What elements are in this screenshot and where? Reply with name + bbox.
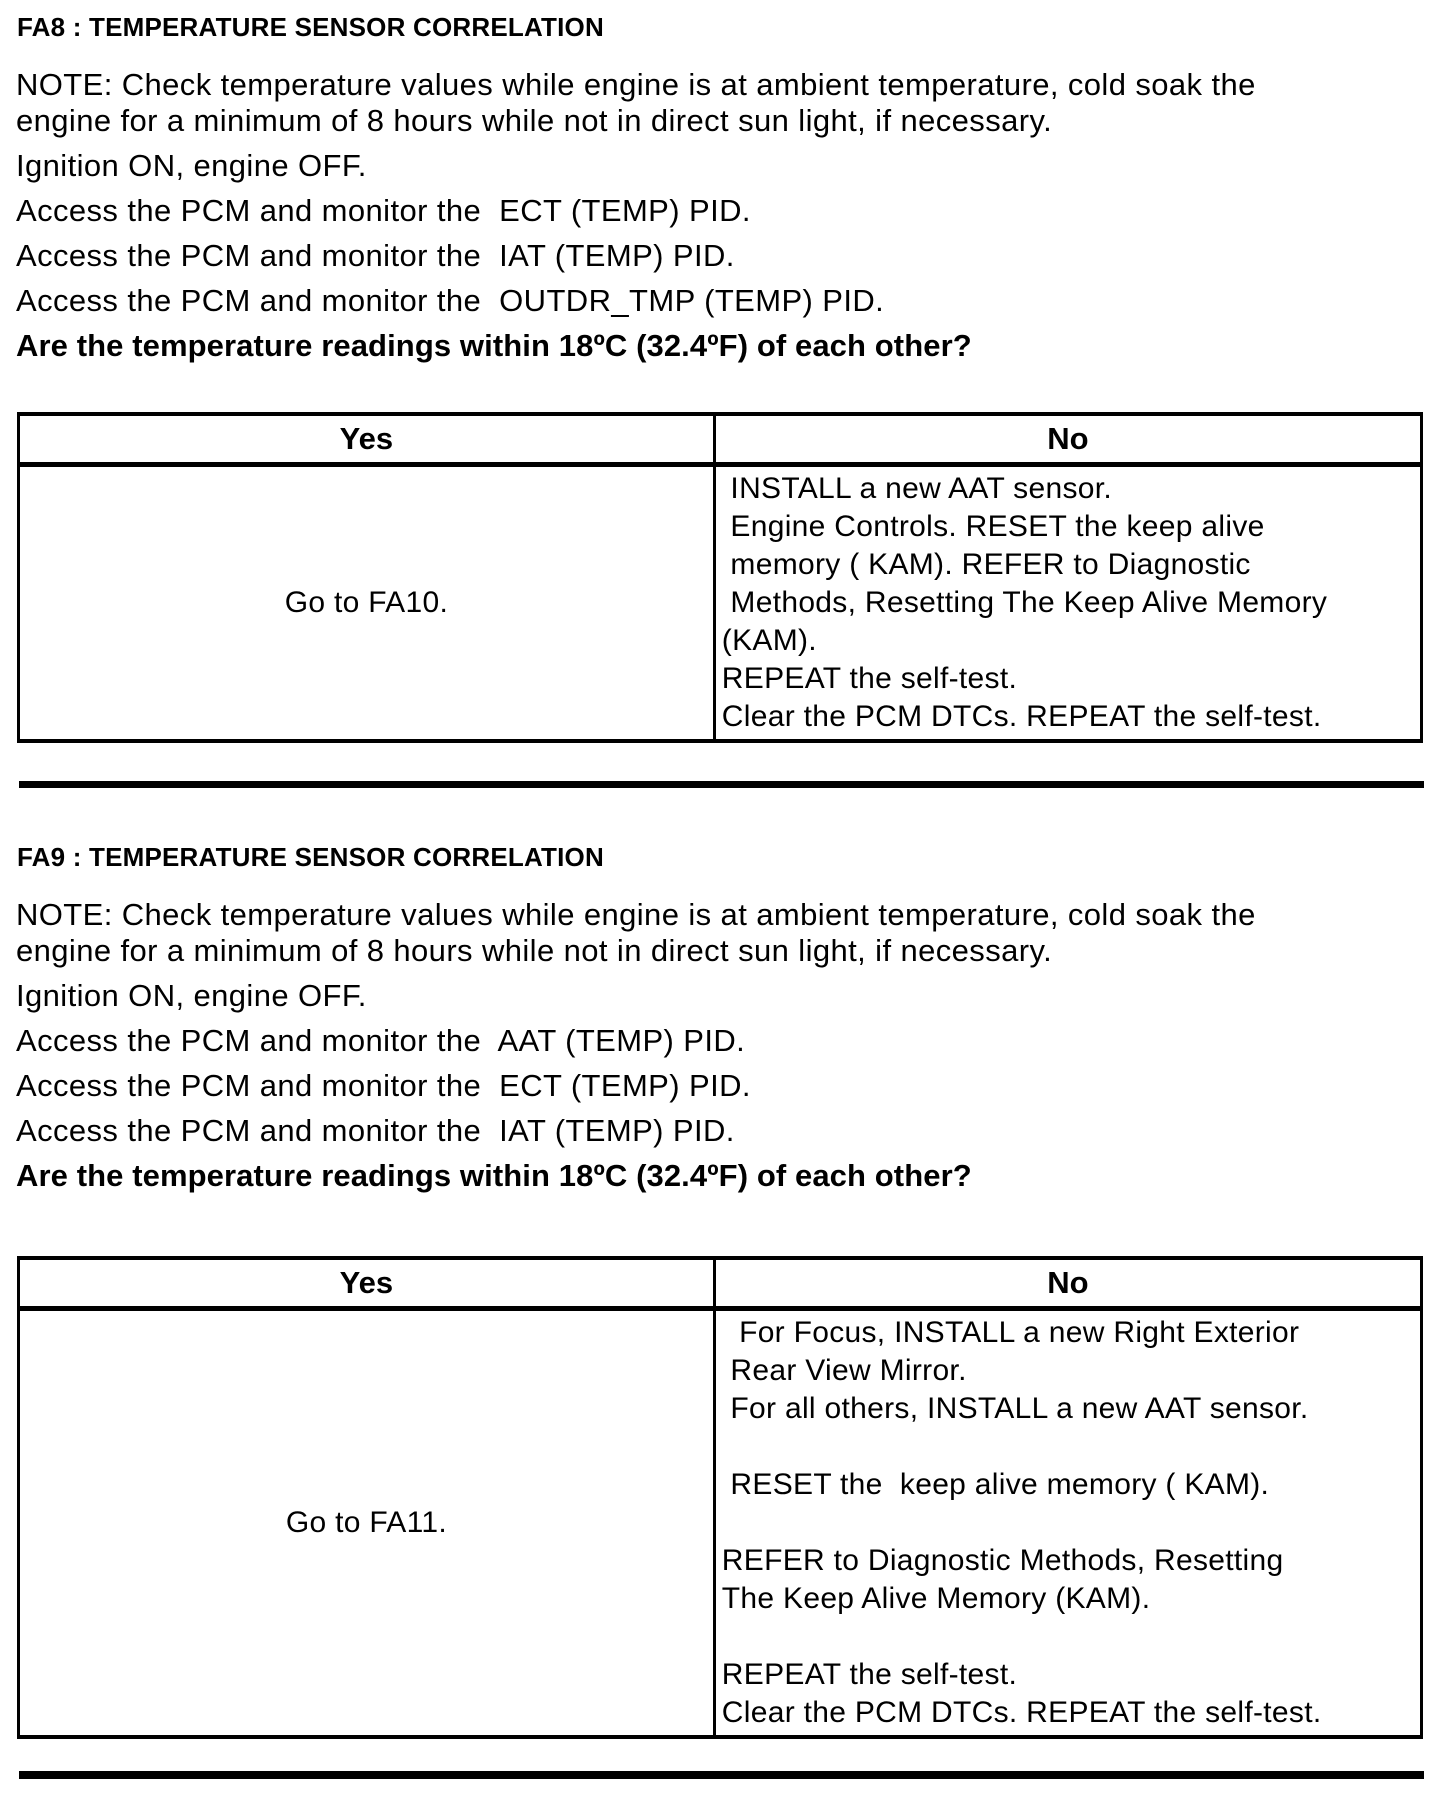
instruction-line: For Focus, INSTALL a new Right Exterior — [721, 1316, 1300, 1349]
procedure-steps: Ignition ON, engine OFF. Access the PCM a… — [16, 148, 1425, 319]
procedure-step: Access the PCM and monitor the IAT (TEMP… — [16, 1113, 735, 1148]
instruction-line: INSTALL a new AAT sensor. — [721, 472, 1113, 505]
note-line: NOTE: Check temperature values while eng… — [16, 897, 1256, 932]
instruction-line: The Keep Alive Memory (KAM). — [721, 1582, 1151, 1615]
table-header-no: No — [1047, 421, 1089, 456]
section-divider — [19, 781, 1424, 788]
instruction-line — [722, 1428, 1416, 1466]
table-header-no: No — [1047, 1265, 1089, 1300]
instruction-line: Clear the PCM DTCs. REPEAT the self-test… — [721, 1696, 1322, 1729]
table-body-row: Go to FA11. For Focus, INSTALL a new Rig… — [20, 1311, 1420, 1735]
table-header-row: Yes No — [20, 416, 1420, 467]
yes-action-text: Go to FA10. — [284, 586, 449, 619]
instruction-line: Methods, Resetting The Keep Alive Memory — [721, 586, 1328, 619]
instruction-line — [722, 1504, 1416, 1542]
section-fa8: FA8 : TEMPERATURE SENSOR CORRELATION NOT… — [16, 12, 1425, 743]
instruction-line: Engine Controls. RESET the keep alive — [721, 510, 1265, 543]
yes-action-text: Go to FA11. — [285, 1506, 447, 1539]
procedure-step: Access the PCM and monitor the ECT (TEMP… — [16, 1068, 751, 1103]
section-heading: FA8 : TEMPERATURE SENSOR CORRELATION — [17, 12, 604, 42]
note-line: engine for a minimum of 8 hours while no… — [16, 933, 1053, 968]
question-text: Are the temperature readings within 18ºC… — [16, 328, 972, 363]
question-text: Are the temperature readings within 18ºC… — [16, 1158, 972, 1193]
note-paragraph: NOTE: Check temperature values while eng… — [16, 67, 1425, 139]
yes-cell: Go to FA10. — [20, 467, 716, 739]
instruction-line: REPEAT the self-test. — [721, 1658, 1018, 1691]
procedure-steps: Ignition ON, engine OFF. Access the PCM a… — [16, 978, 1425, 1149]
instruction-line — [722, 1618, 1416, 1656]
section-heading: FA9 : TEMPERATURE SENSOR CORRELATION — [17, 842, 604, 872]
procedure-step: Access the PCM and monitor the OUTDR_TMP… — [16, 283, 885, 318]
no-cell: INSTALL a new AAT sensor. Engine Control… — [716, 467, 1420, 739]
note-line: engine for a minimum of 8 hours while no… — [16, 103, 1053, 138]
table-body-row: Go to FA10. INSTALL a new AAT sensor. En… — [20, 467, 1420, 739]
instruction-line: memory ( KAM). REFER to Diagnostic — [721, 548, 1251, 581]
page-bottom-rule — [19, 1771, 1424, 1779]
instruction-line: Rear View Mirror. — [721, 1354, 967, 1387]
no-cell: For Focus, INSTALL a new Right Exterior … — [716, 1311, 1420, 1735]
instruction-line: RESET the keep alive memory ( KAM). — [721, 1468, 1270, 1501]
decision-table-fa8: Yes No Go to FA10. INSTALL a new AAT sen… — [17, 412, 1423, 743]
section-fa9: FA9 : TEMPERATURE SENSOR CORRELATION NOT… — [16, 842, 1425, 1739]
instruction-line: REPEAT the self-test. — [721, 662, 1018, 695]
instruction-line: REFER to Diagnostic Methods, Resetting — [721, 1544, 1284, 1577]
instruction-line: Clear the PCM DTCs. REPEAT the self-test… — [721, 700, 1322, 733]
procedure-step: Access the PCM and monitor the IAT (TEMP… — [16, 238, 735, 273]
yes-cell: Go to FA11. — [20, 1311, 716, 1735]
decision-table-fa9: Yes No Go to FA11. For Focus, INSTALL a … — [17, 1256, 1423, 1739]
procedure-step: Ignition ON, engine OFF. — [16, 148, 367, 183]
table-header-row: Yes No — [20, 1260, 1420, 1311]
note-line: NOTE: Check temperature values while eng… — [16, 67, 1256, 102]
procedure-step: Access the PCM and monitor the ECT (TEMP… — [16, 193, 751, 228]
procedure-step: Access the PCM and monitor the AAT (TEMP… — [16, 1023, 746, 1058]
procedure-step: Ignition ON, engine OFF. — [16, 978, 367, 1013]
instruction-line: (KAM). — [721, 624, 817, 657]
note-paragraph: NOTE: Check temperature values while eng… — [16, 897, 1425, 969]
table-header-yes: Yes — [20, 1260, 716, 1306]
document-page: FA8 : TEMPERATURE SENSOR CORRELATION NOT… — [16, 12, 1425, 1779]
table-header-yes: Yes — [20, 416, 716, 462]
instruction-line: For all others, INSTALL a new AAT sensor… — [721, 1392, 1309, 1425]
